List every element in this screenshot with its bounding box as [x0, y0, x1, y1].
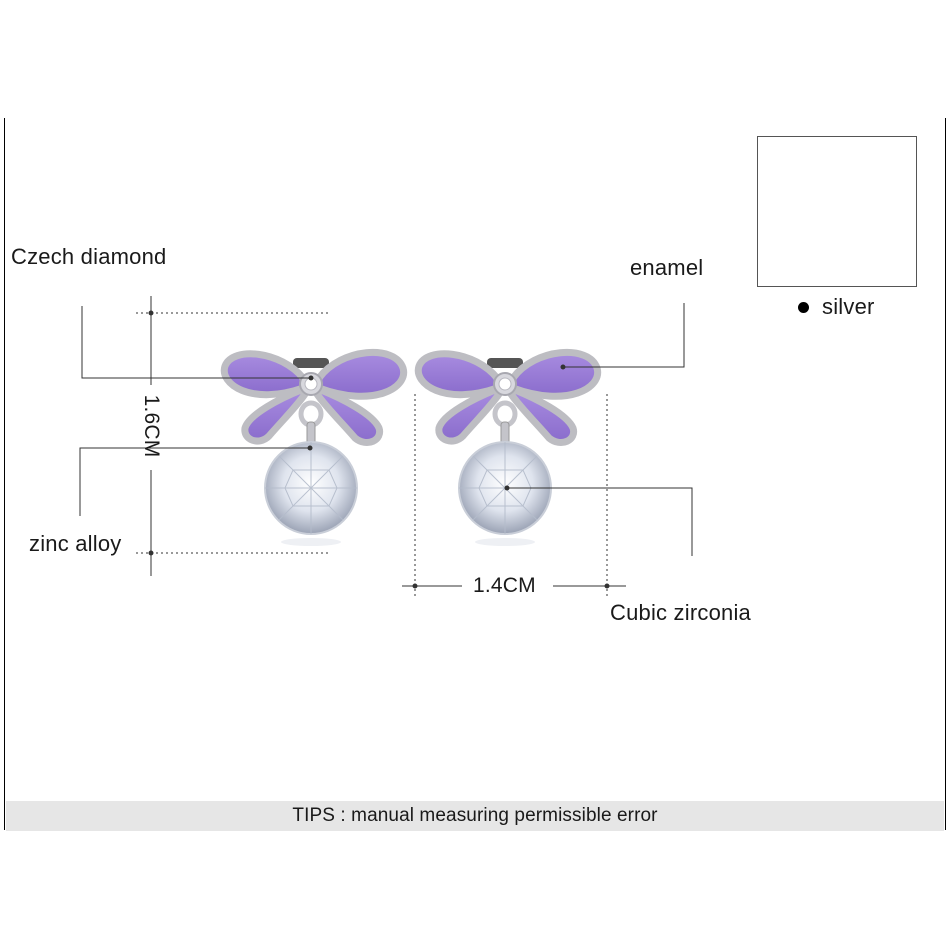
frame-right-border: [945, 118, 946, 830]
earring-right: [418, 352, 597, 546]
black-dot-icon: [798, 302, 809, 313]
tips-text: TIPS : manual measuring permissible erro…: [292, 805, 658, 826]
color-thumbnail-frame: [757, 136, 917, 287]
height-measure-label: 1.6CM: [140, 394, 163, 458]
width-dimension: [402, 394, 626, 598]
label-zinc-alloy: zinc alloy: [29, 531, 122, 556]
label-cubic-zirconia: Cubic zirconia: [610, 600, 751, 625]
width-measure-label: 1.4CM: [473, 574, 536, 597]
color-option-label: silver: [822, 294, 875, 319]
leader-cubic-zirconia: [504, 485, 693, 556]
leader-zinc-alloy: [79, 445, 313, 516]
label-enamel: enamel: [630, 255, 704, 280]
earring-left: [224, 352, 403, 546]
leader-enamel: [560, 303, 685, 370]
frame-left-border: [4, 118, 5, 830]
label-czech-diamond: Czech diamond: [11, 244, 167, 269]
height-dimension: [136, 296, 330, 576]
tips-bar: TIPS : manual measuring permissible erro…: [6, 801, 944, 831]
leader-czech-diamond: [81, 306, 314, 381]
